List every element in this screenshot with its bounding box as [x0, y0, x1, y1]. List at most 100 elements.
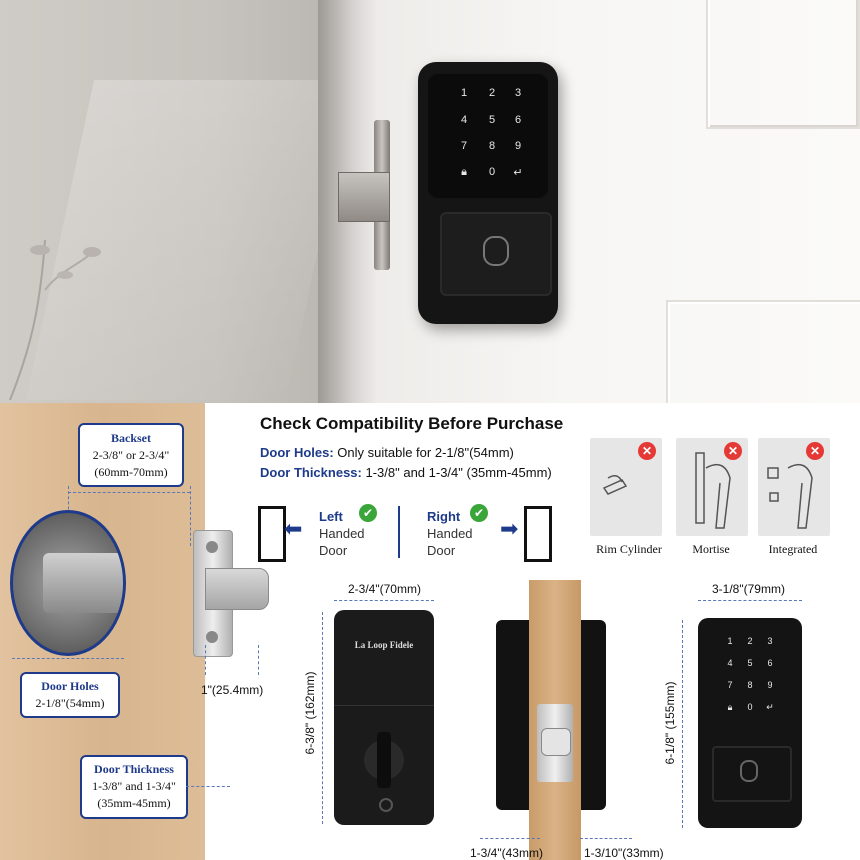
right-handed-label: Right Handed Door: [427, 508, 473, 559]
thumb-turn-icon: [377, 732, 391, 788]
door-panel: [666, 300, 860, 403]
latch-dim-tick: [205, 645, 206, 675]
side-left-dim: 1-3/4"(43mm): [470, 846, 543, 860]
door-holes-spec: Door Holes: Only suitable for 2-1/8"(54m…: [260, 445, 514, 460]
key-1: 1: [460, 87, 468, 99]
backset-dim-tick: [190, 486, 191, 546]
left-word: Left: [319, 509, 343, 524]
key-6: 6: [514, 114, 522, 126]
front-key-2: 2: [747, 636, 753, 646]
backset-callout: Backset 2-3/8" or 2-3/4" (60mm-70mm): [78, 423, 184, 487]
integrated-icon: [767, 463, 813, 529]
front-key-3: 3: [767, 636, 773, 646]
lock-icon: 🔒︎: [461, 166, 467, 178]
door-holes-label: Door Holes:: [260, 445, 334, 460]
left-door-icon: [258, 506, 286, 562]
front-height-line: [682, 620, 683, 828]
front-fingerprint-module: [712, 746, 792, 802]
front-key-1: 1: [727, 636, 733, 646]
mortise-label: Mortise: [692, 542, 730, 556]
front-key-6: 6: [767, 658, 773, 668]
left-handed-word: Handed: [319, 526, 365, 541]
side-right-line: [580, 838, 632, 839]
front-height-dim: 6-1/8" (155mm): [663, 681, 677, 765]
door-thickness-callout: Door Thickness 1-3/8" and 1-3/4" (35mm-4…: [80, 755, 188, 819]
front-key-8: 8: [747, 680, 753, 690]
key-2: 2: [488, 87, 496, 99]
keypad: 1 2 3 4 5 6 7 8 9 🔒︎ 0 ↵: [428, 74, 548, 198]
brand-label: La Loop Fidele: [354, 640, 414, 650]
door-panel: [706, 0, 860, 129]
product-photo: 1 2 3 4 5 6 7 8 9 🔒︎ 0 ↵: [0, 0, 860, 403]
fingerprint-module: [440, 212, 552, 296]
door-holes-value: Only suitable for 2-1/8"(54mm): [337, 445, 514, 460]
left-door-word: Door: [319, 543, 348, 558]
back-height-line: [322, 612, 323, 824]
right-handed-word: Handed: [427, 526, 473, 541]
backset-line1: 2-3/8" or 2-3/4": [92, 448, 170, 462]
right-check-icon: ✔: [470, 504, 488, 522]
right-door-icon: [524, 506, 552, 562]
front-key-9: 9: [767, 680, 773, 690]
right-door-word: Door: [427, 543, 456, 558]
front-key-4: 4: [727, 658, 733, 668]
holes-dim-line: [12, 658, 124, 659]
key-3: 3: [514, 87, 522, 99]
front-enter-icon: ↵: [766, 702, 774, 712]
backset-dim-line: [68, 492, 190, 493]
key-8: 8: [488, 140, 496, 152]
holes-line1: 2-1/8"(54mm): [35, 696, 105, 710]
front-key-5: 5: [747, 658, 753, 668]
latch-dim: 1"(25.4mm): [201, 683, 264, 697]
backset-line2: (60mm-70mm): [94, 465, 168, 479]
side-bolt: [541, 728, 571, 756]
side-right-dim: 1-3/10"(33mm): [584, 846, 664, 860]
door-thickness-spec: Door Thickness: 1-3/8" and 1-3/4" (35mm-…: [260, 465, 552, 480]
integrated-label: Integrated: [768, 542, 818, 556]
rim-cylinder-icon: [602, 475, 628, 495]
screw-icon: [379, 798, 393, 812]
door-holes-callout: Door Holes 2-1/8"(54mm): [20, 672, 120, 718]
holes-title: Door Holes: [41, 679, 99, 693]
door-thickness-value: 1-3/8" and 1-3/4" (35mm-45mm): [365, 465, 552, 480]
lock-front-view: 1 2 3 4 5 6 7 8 9 🔒︎ 0 ↵: [698, 618, 802, 828]
key-9: 9: [514, 140, 522, 152]
front-width-dim: 3-1/8"(79mm): [712, 582, 785, 596]
back-height-dim: 6-3/8" (162mm): [303, 671, 317, 755]
integrated-x-icon: ✕: [806, 442, 824, 460]
seam: [334, 705, 434, 706]
front-lock-icon: 🔒︎: [727, 702, 733, 712]
enter-icon: ↵: [513, 167, 523, 179]
arrow-right-icon: ➡: [500, 516, 519, 541]
rim-cylinder-label: Rim Cylinder: [596, 542, 662, 556]
latch-mechanism: [43, 553, 123, 613]
right-word: Right: [427, 509, 461, 524]
front-fingerprint-icon: [740, 760, 758, 782]
lock-back-view: La Loop Fidele: [334, 610, 434, 825]
compat-title: Check Compatibility Before Purchase: [260, 414, 564, 433]
thick-line2: (35mm-45mm): [97, 796, 171, 810]
front-key-0: 0: [747, 702, 753, 712]
thick-line1: 1-3/8" and 1-3/4": [92, 779, 176, 793]
key-7: 7: [460, 140, 468, 152]
thick-title: Door Thickness: [94, 762, 174, 776]
key-5: 5: [488, 114, 496, 126]
left-check-icon: ✔: [359, 504, 377, 522]
back-width-line: [334, 600, 434, 601]
key-0: 0: [488, 166, 496, 178]
divider: [398, 506, 400, 558]
mortise-icon: [695, 452, 731, 529]
fingerprint-icon: [483, 236, 509, 266]
latch-bolt-side: [205, 568, 269, 610]
side-left-line: [480, 838, 540, 839]
front-key-7: 7: [727, 680, 733, 690]
plant-shadow: [9, 239, 101, 400]
thickness-arrow: [186, 786, 230, 787]
key-4: 4: [460, 114, 468, 126]
left-handed-label: Left Handed Door: [319, 508, 365, 559]
back-width-dim: 2-3/4"(70mm): [348, 582, 421, 596]
door-hole-closeup: [10, 510, 126, 656]
latch-dim-tick: [258, 645, 259, 675]
mortise-x-icon: ✕: [724, 442, 742, 460]
front-width-line: [698, 600, 802, 601]
